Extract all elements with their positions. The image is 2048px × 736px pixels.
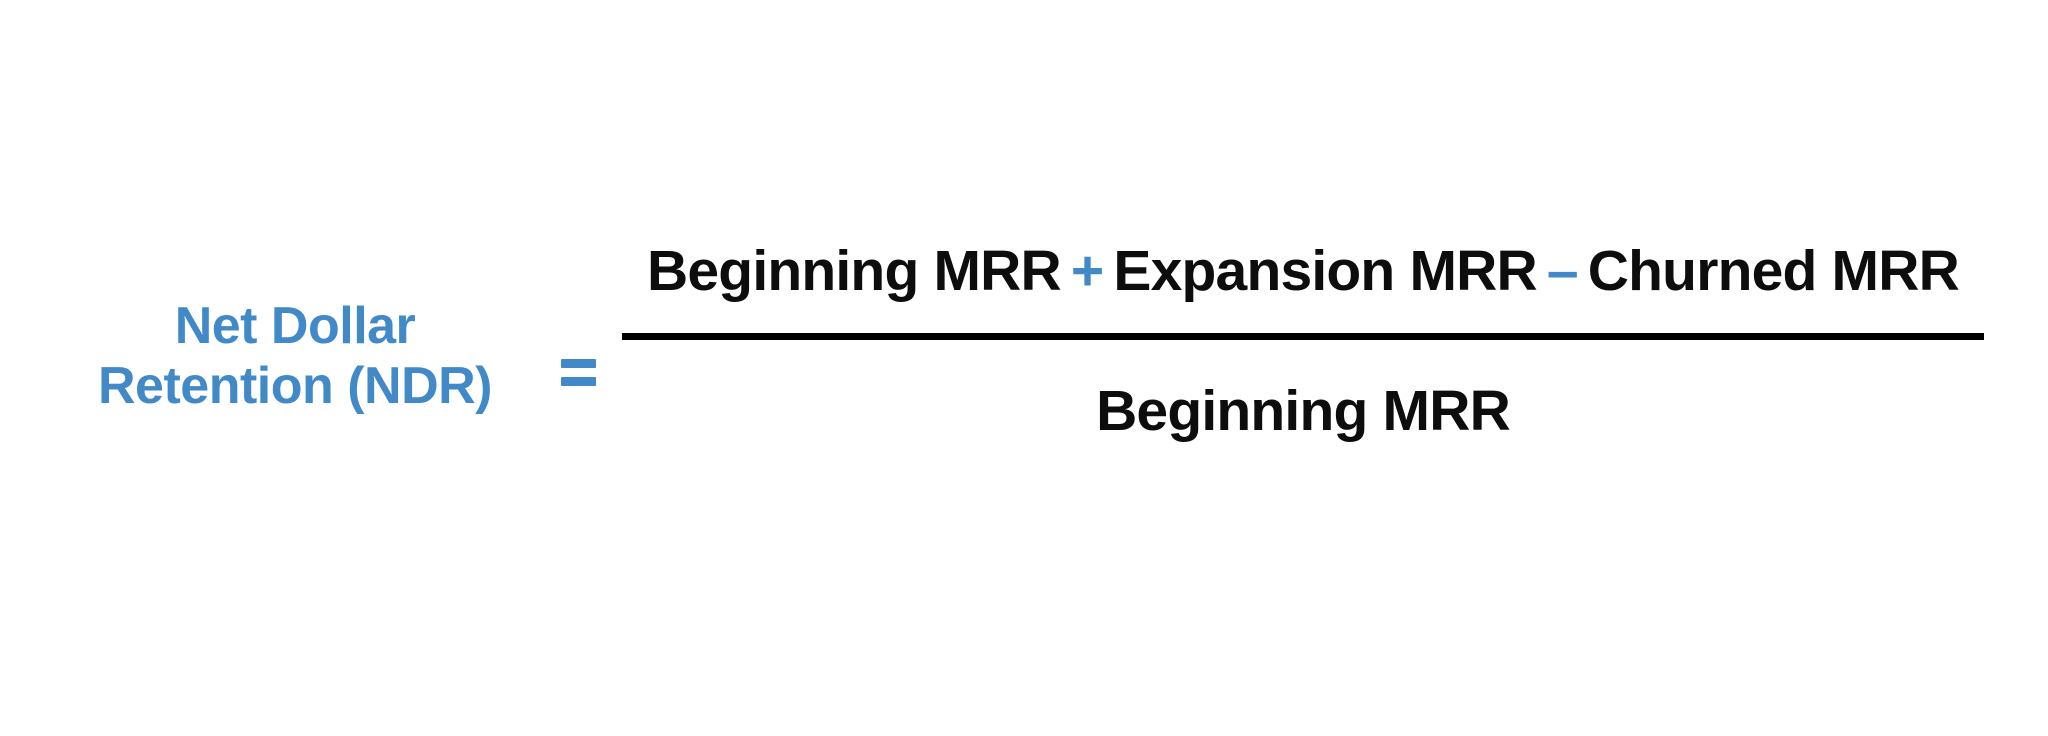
equals-bar-bottom bbox=[561, 377, 596, 386]
equals-bar-top bbox=[561, 359, 596, 368]
fraction: Beginning MRR+Expansion MRR–Churned MRR … bbox=[622, 238, 1984, 444]
metric-label-line-2: Retention (NDR) bbox=[97, 357, 493, 415]
numerator-term-expansion-mrr: Expansion MRR bbox=[1113, 239, 1537, 303]
numerator-term-beginning-mrr: Beginning MRR bbox=[647, 239, 1062, 303]
numerator-term-churned-mrr: Churned MRR bbox=[1587, 239, 1960, 303]
plus-operator-icon: + bbox=[1070, 239, 1104, 303]
fraction-numerator: Beginning MRR+Expansion MRR–Churned MRR bbox=[622, 238, 1984, 304]
equals-sign-icon bbox=[561, 356, 596, 389]
metric-label: Net Dollar Retention (NDR) bbox=[60, 296, 530, 416]
denominator-term-beginning-mrr: Beginning MRR bbox=[1096, 379, 1511, 443]
fraction-bar bbox=[622, 333, 1984, 340]
minus-operator-icon: – bbox=[1546, 239, 1579, 303]
metric-label-line-1: Net Dollar bbox=[174, 297, 416, 355]
fraction-denominator: Beginning MRR bbox=[622, 378, 1984, 444]
